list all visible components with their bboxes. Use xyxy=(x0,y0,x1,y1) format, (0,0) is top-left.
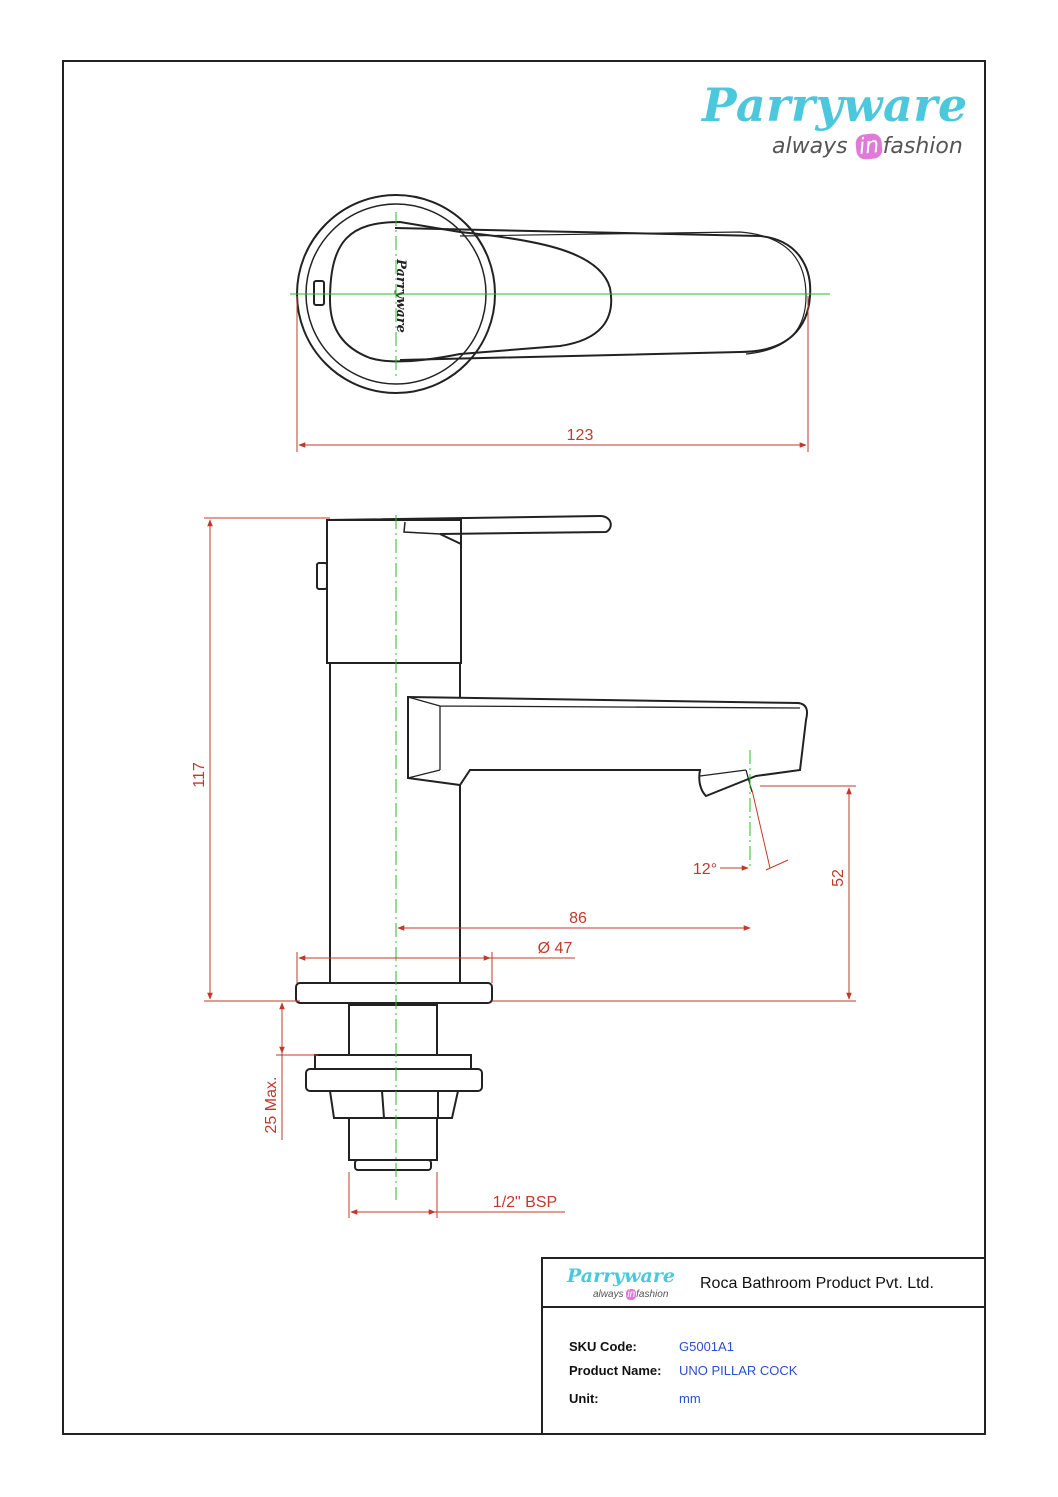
dim-text-123: 123 xyxy=(567,427,594,444)
side-thread-end xyxy=(354,1159,432,1171)
dim-height xyxy=(204,517,330,1002)
side-lever xyxy=(326,514,612,545)
title-block: Parryware always infashion Roca Bathroom… xyxy=(541,1257,986,1435)
field-label: Unit: xyxy=(569,1391,599,1406)
handle-logo-text: Parryware xyxy=(393,258,408,333)
dim-text-25: 25 Max. xyxy=(263,1077,280,1134)
top-view xyxy=(296,194,812,394)
drawing-border xyxy=(62,60,986,1435)
side-shank xyxy=(348,1004,438,1056)
tagline-post: fashion xyxy=(882,134,963,159)
dim-text-angle: 12° xyxy=(693,861,717,878)
field-value: G5001A1 xyxy=(679,1339,734,1354)
side-thread xyxy=(348,1117,438,1161)
side-lever-edge xyxy=(403,521,441,535)
tb-tagline-mid: in xyxy=(626,1289,637,1300)
dim-text-47: Ø 47 xyxy=(538,940,573,957)
field-value: mm xyxy=(679,1391,701,1406)
tb-tagline-pre: always xyxy=(593,1289,624,1300)
top-view-centerlines xyxy=(290,212,830,380)
brand-name: Parryware xyxy=(702,78,968,132)
side-spout-edges xyxy=(407,696,801,779)
dim-max-thickness xyxy=(276,1002,318,1140)
top-view-indicator xyxy=(313,280,325,306)
title-block-tagline: always infashion xyxy=(593,1289,668,1300)
field-label: SKU Code: xyxy=(569,1339,637,1354)
dim-text-thread: 1/2" BSP xyxy=(493,1194,557,1211)
title-block-logo: Parryware always infashion xyxy=(567,1265,675,1300)
angle-tick xyxy=(765,859,789,871)
tagline-pre: always xyxy=(772,134,848,159)
dim-thread xyxy=(348,1172,565,1218)
top-view-lever-inner xyxy=(459,231,807,355)
dim-diameter xyxy=(296,952,575,983)
dim-angle xyxy=(720,789,789,871)
top-view-handle xyxy=(328,220,613,363)
side-cartridge-body xyxy=(326,519,462,664)
side-button xyxy=(316,562,328,590)
side-aerator xyxy=(699,769,753,793)
title-block-header: Parryware always infashion Roca Bathroom… xyxy=(543,1259,986,1308)
dim-spout-height xyxy=(492,785,856,1002)
top-view-lever xyxy=(394,227,812,361)
side-view-centerlines xyxy=(395,515,751,1200)
dim-text-52: 52 xyxy=(830,869,847,887)
side-nut-hex xyxy=(329,1090,459,1119)
side-base-flange xyxy=(295,982,493,1004)
field-value: UNO PILLAR COCK xyxy=(679,1363,798,1378)
angle-leg xyxy=(751,789,771,869)
title-block-brand: Parryware xyxy=(567,1265,675,1287)
company-name: Roca Bathroom Product Pvt. Ltd. xyxy=(700,1275,934,1292)
tb-tagline-post: fashion xyxy=(636,1289,669,1300)
side-nut-washer xyxy=(314,1054,472,1070)
side-spout xyxy=(407,695,808,798)
dim-text-86: 86 xyxy=(569,910,587,927)
side-view xyxy=(295,514,808,1171)
field-label: Product Name: xyxy=(569,1363,662,1378)
side-nut xyxy=(305,1068,483,1092)
dim-text-117: 117 xyxy=(191,762,208,788)
dim-top-width xyxy=(296,296,809,452)
